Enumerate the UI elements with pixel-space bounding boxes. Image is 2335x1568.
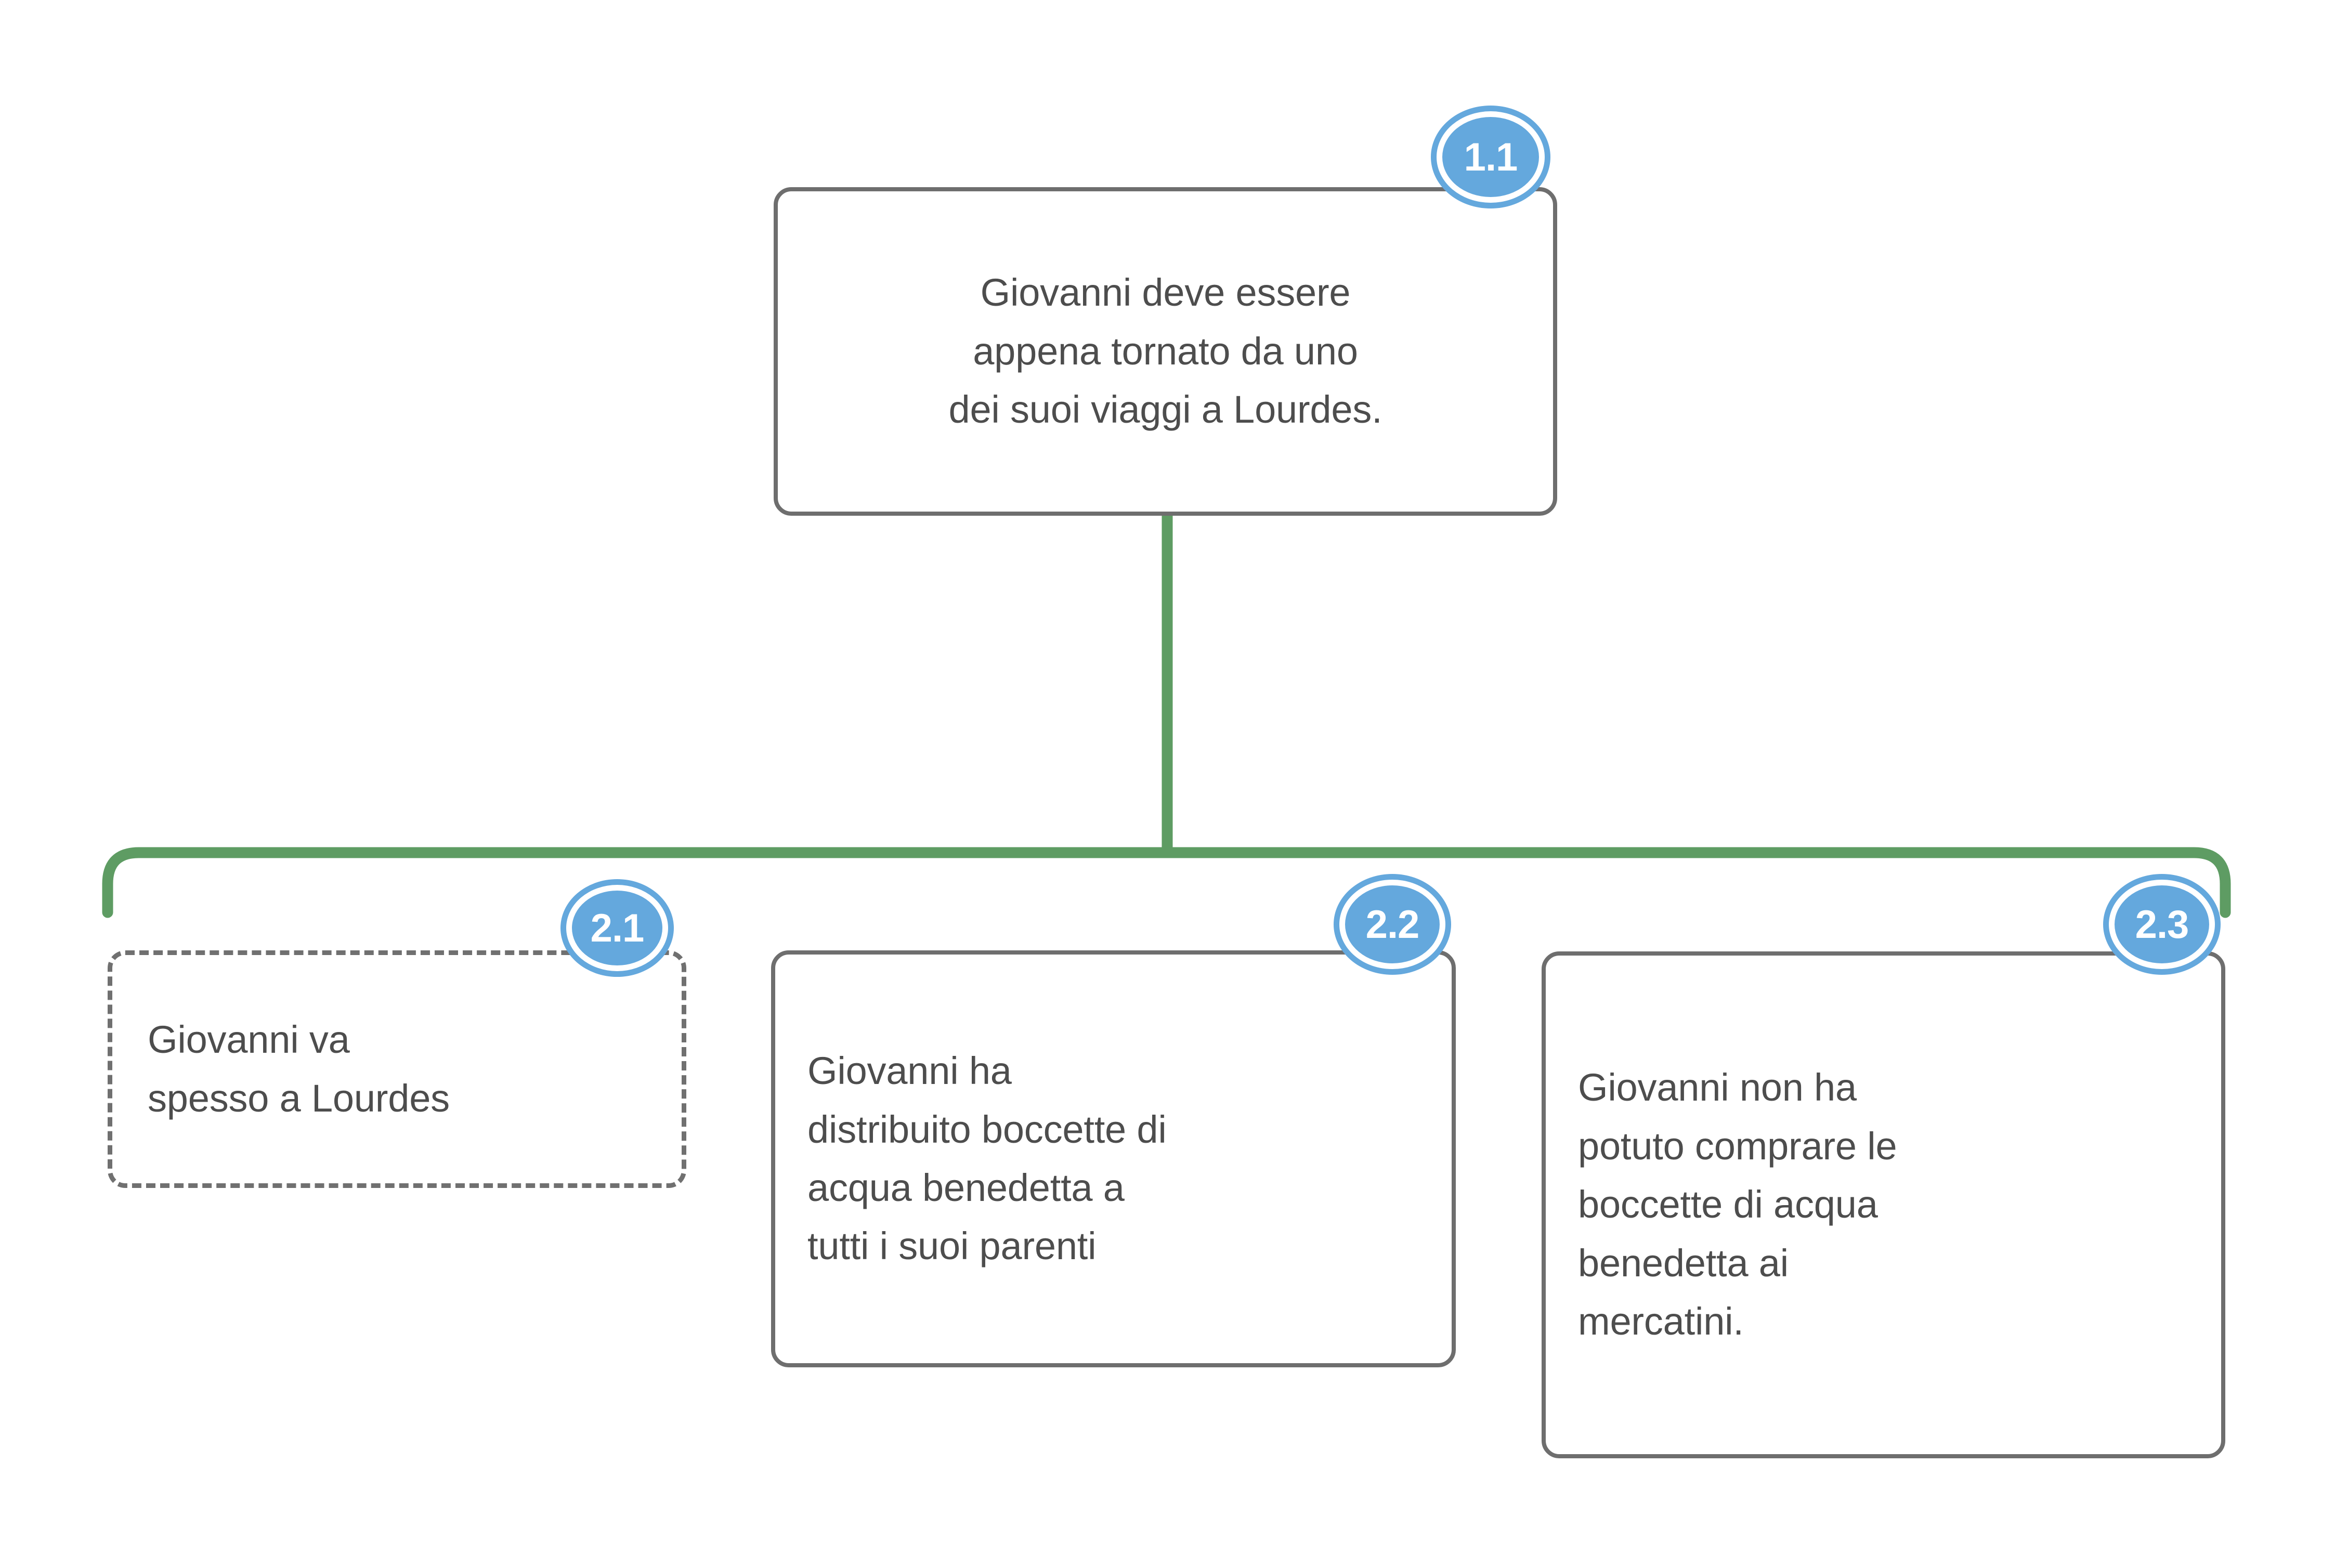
node-text-1-1: Giovanni deve essere appena tornato da u… [948,271,1382,432]
node-text-2-2: Giovanni ha distribuito boccette di acqu… [807,1049,1167,1268]
node-box-2-1[interactable]: Giovanni va spesso a Lourdes [108,950,686,1188]
node-badge-2-1[interactable]: 2.1 [566,885,668,971]
node-badge-2-2[interactable]: 2.2 [1339,880,1445,969]
node-box-2-3[interactable]: Giovanni non ha potuto comprare le bocce… [1542,951,2225,1458]
node-badge-1-1[interactable]: 1.1 [1437,111,1545,203]
node-box-1-1[interactable]: Giovanni deve essere appena tornato da u… [774,187,1557,516]
node-box-2-2[interactable]: Giovanni ha distribuito boccette di acqu… [771,950,1456,1367]
node-text-2-1: Giovanni va spesso a Lourdes [148,1018,450,1120]
node-text-2-3: Giovanni non ha potuto comprare le bocce… [1578,1066,1897,1343]
connector-bus [102,847,2231,918]
node-badge-2-3[interactable]: 2.3 [2109,880,2215,969]
